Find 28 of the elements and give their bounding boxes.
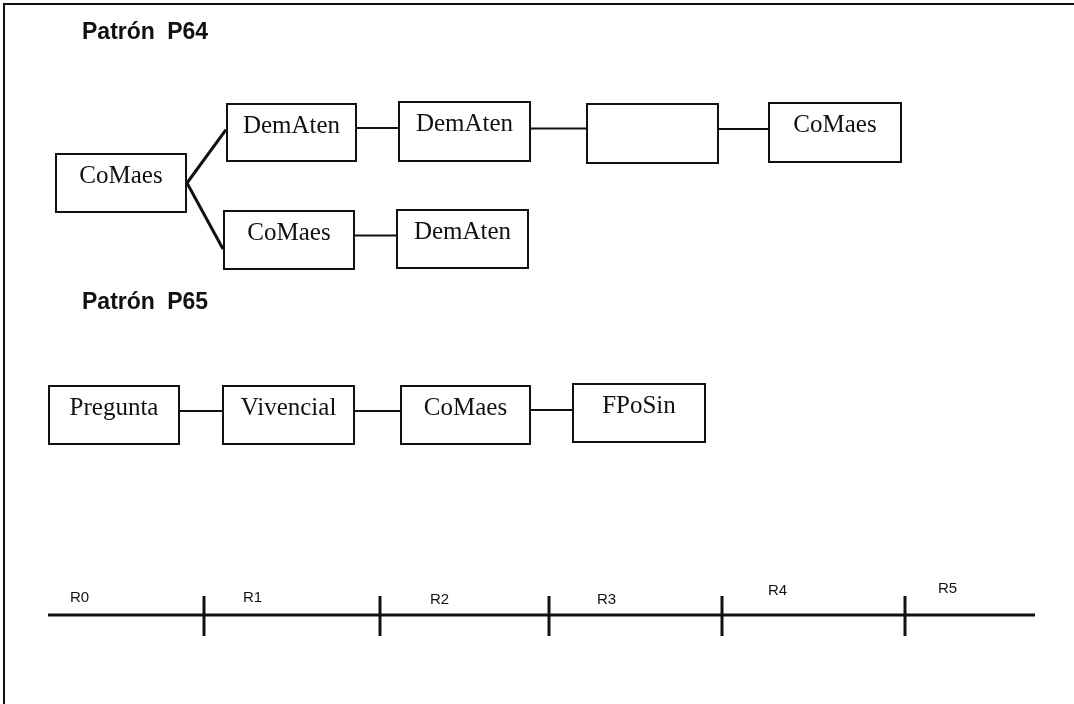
- tick-label: R0: [70, 588, 90, 605]
- connector-line: [179, 410, 223, 412]
- process-box: FPoSin: [572, 383, 706, 443]
- empty-box: [586, 103, 719, 164]
- process-box: Pregunta: [48, 385, 180, 445]
- connector-line: [718, 128, 769, 130]
- pattern-heading: Patrón P65: [82, 288, 209, 315]
- tick-label: R2: [430, 590, 450, 607]
- tick-label: R5: [938, 579, 958, 596]
- process-box: CoMaes: [55, 153, 187, 213]
- process-box: DemAten: [226, 103, 357, 162]
- process-box: CoMaes: [768, 102, 902, 163]
- tick-label: R1: [243, 588, 263, 605]
- connector-line: [185, 182, 225, 250]
- connector-line: [354, 234, 397, 237]
- process-box: DemAten: [396, 209, 529, 269]
- connector-line: [185, 128, 228, 184]
- process-box: Vivencial: [222, 385, 355, 445]
- connector-line: [530, 127, 587, 130]
- process-box: CoMaes: [223, 210, 355, 270]
- tick-label: R4: [768, 581, 788, 598]
- connector-line: [354, 410, 401, 412]
- process-box: CoMaes: [400, 385, 531, 445]
- tick-label: R3: [597, 590, 617, 607]
- process-box: DemAten: [398, 101, 531, 162]
- connector-line: [530, 409, 573, 411]
- connector-line: [356, 127, 399, 129]
- pattern-heading: Patrón P64: [82, 18, 209, 45]
